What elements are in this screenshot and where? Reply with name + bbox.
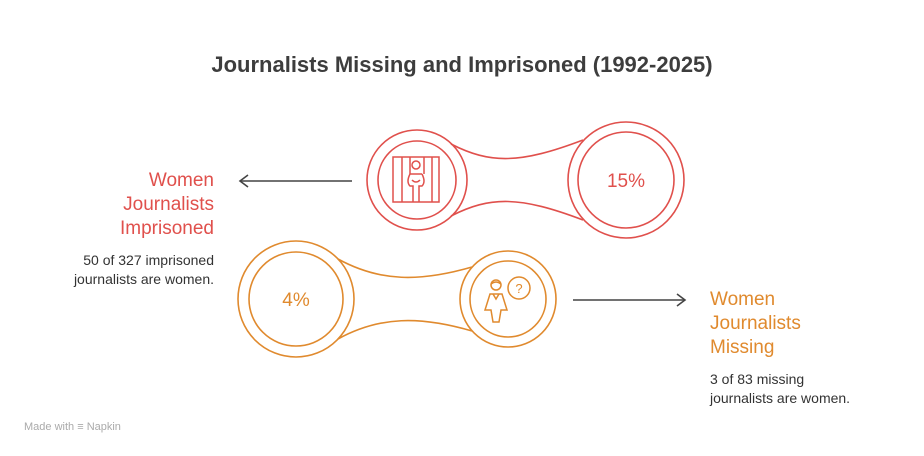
imprisoned-icon-outer-ring [366,129,468,231]
imprisoned-shape: 15% [366,121,685,239]
connector-top [337,258,473,279]
imprisoned-percent-outer-ring [567,121,685,239]
heading-line: Missing [710,337,775,358]
description-line: journalists are women. [73,271,214,287]
heading-line: Women [710,289,776,310]
arrow-left-icon [238,174,352,188]
footer-label: Made with [24,421,75,433]
missing-icon-outer-ring [459,250,557,348]
missing-shape: ? 4% [237,240,557,358]
description-line: journalists are women. [710,390,851,406]
prisoner-behind-bars-icon [392,156,440,203]
made-with-napkin-link[interactable]: Made with ≡ Napkin [24,421,121,433]
napkin-logo-icon: ≡ [77,421,84,433]
imprisoned-percent: 15% [607,171,645,192]
description-line: 50 of 327 imprisoned [83,252,214,268]
imprisoned-description: 50 of 327 imprisoned journalists are wom… [74,251,214,289]
missing-percent-inner-ring [248,251,344,347]
svg-text:?: ? [515,281,522,296]
connector-bottom [337,319,473,340]
missing-percent: 4% [282,290,310,311]
connector-top [450,139,584,160]
missing-heading: Women Journalists Missing [710,288,801,360]
imprisoned-heading: Women Journalists Imprisoned [120,169,214,241]
connector-bottom [450,200,584,221]
heading-line: Women [148,170,214,191]
person-question-icon: ? [483,276,531,323]
missing-percent-outer-ring [237,240,355,358]
imprisoned-percent-inner-ring [577,131,675,229]
missing-icon-inner-ring [469,260,547,338]
heading-line: Journalists [123,194,214,215]
missing-description: 3 of 83 missing journalists are women. [710,370,850,408]
arrow-right-icon [573,293,687,307]
footer-brand: Napkin [86,421,121,433]
description-line: 3 of 83 missing [710,371,805,387]
heading-line: Journalists [710,313,801,334]
page-title: Journalists Missing and Imprisoned (1992… [211,52,713,77]
imprisoned-icon-inner-ring [377,140,457,220]
heading-line: Imprisoned [120,218,214,239]
